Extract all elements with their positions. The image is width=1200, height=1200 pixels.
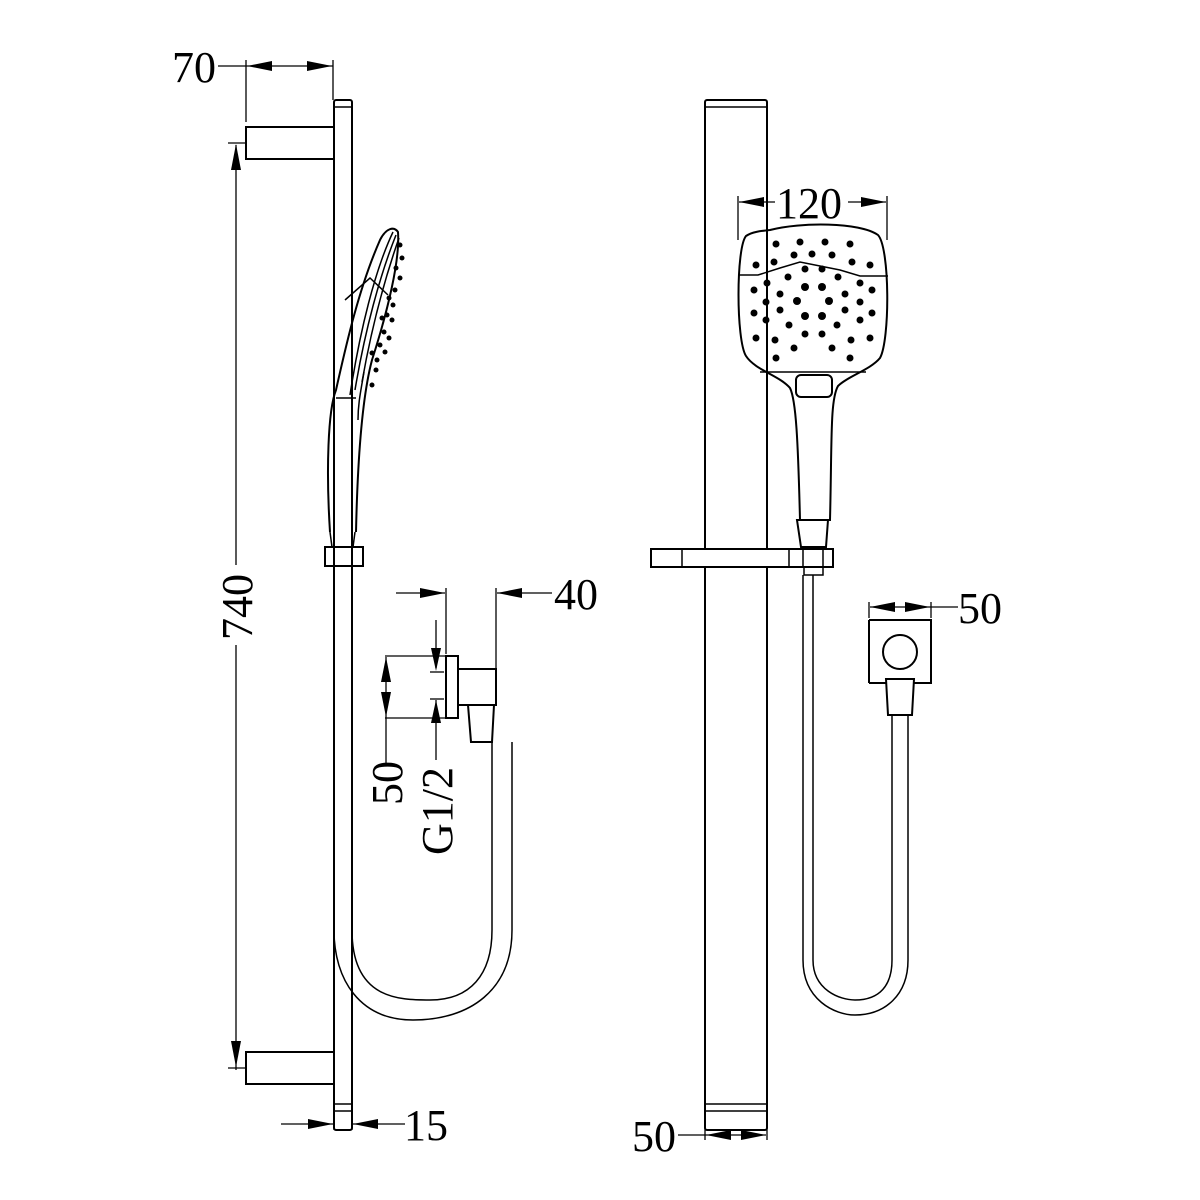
dim-rail-length: 740 bbox=[213, 142, 262, 1070]
top-bracket bbox=[245, 126, 335, 160]
dim-70-label: 70 bbox=[172, 43, 216, 92]
dim-rail-width: 15 bbox=[281, 1101, 448, 1150]
side-view: 70 740 15 bbox=[172, 43, 598, 1150]
dim-head-width: 120 bbox=[737, 179, 888, 240]
front-view: 120 50 50 bbox=[632, 99, 1002, 1161]
dim-front-rail-width: 50 bbox=[632, 1112, 768, 1161]
wall-outlet-front bbox=[868, 619, 932, 716]
hand-shower-side bbox=[327, 227, 405, 533]
dim-g12-label: G1/2 bbox=[413, 767, 462, 855]
side-slider bbox=[324, 546, 364, 567]
dim-outlet-width: 50 bbox=[868, 584, 1002, 633]
side-rail bbox=[333, 99, 353, 1131]
dim-40-label: 40 bbox=[554, 570, 598, 619]
dim-outlet-depth: 40 bbox=[396, 570, 598, 668]
dim-outlet-height: 50 bbox=[363, 655, 445, 805]
hose-side bbox=[333, 742, 513, 1104]
front-rail bbox=[704, 99, 768, 1131]
spray-nozzles bbox=[750, 238, 876, 362]
dim-bracket-depth: 70 bbox=[172, 43, 334, 122]
hand-shower-front bbox=[737, 223, 889, 548]
dim-50-rail-label: 50 bbox=[632, 1112, 676, 1161]
dim-15-label: 15 bbox=[404, 1101, 448, 1150]
wall-outlet-side bbox=[445, 655, 497, 743]
front-slider bbox=[650, 548, 834, 576]
dim-740-label: 740 bbox=[213, 574, 262, 640]
dim-120-label: 120 bbox=[776, 179, 842, 228]
hose-front bbox=[802, 575, 909, 1016]
dim-50-outlet-label: 50 bbox=[958, 584, 1002, 633]
dim-thread: G1/2 bbox=[413, 620, 462, 855]
bottom-bracket bbox=[245, 1051, 335, 1085]
dim-50-label: 50 bbox=[363, 761, 412, 805]
